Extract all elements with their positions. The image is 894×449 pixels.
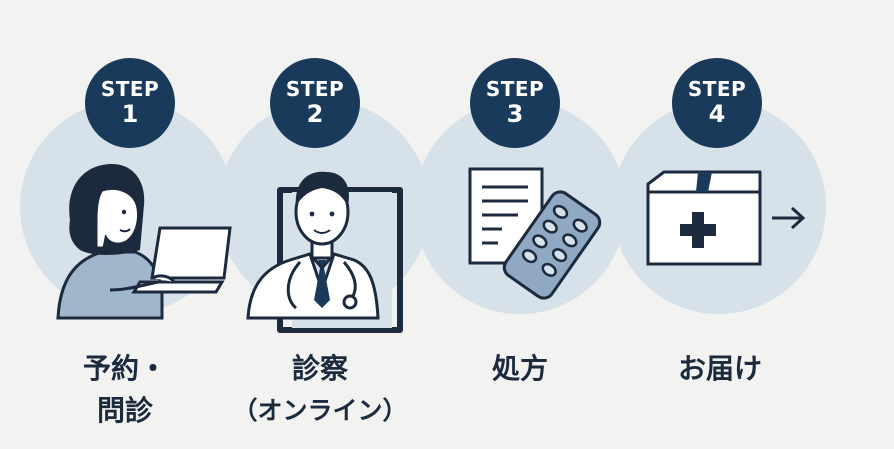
step-2-label: 診察 （オンライン） — [222, 348, 418, 432]
step-2-number: 2 — [306, 99, 324, 128]
step-1-label-line1: 予約・ — [82, 352, 167, 385]
step-1-label-line2: 問診 — [96, 394, 153, 427]
step-2-label-line1: 診察 — [291, 352, 348, 385]
step-4-word: STEP — [687, 76, 747, 101]
patient-laptop-icon — [56, 164, 232, 320]
step-4-number: 4 — [708, 99, 726, 128]
step-3-label: 処方 — [440, 348, 600, 390]
step-2-badge: STEP 2 — [270, 58, 360, 148]
step-4-label: お届け — [638, 348, 802, 390]
step-3-badge: STEP 3 — [470, 58, 560, 148]
medical-box-delivery-icon — [646, 170, 806, 266]
prescription-pills-icon — [468, 167, 602, 300]
step-3-number: 3 — [506, 99, 524, 128]
step-1-word: STEP — [100, 76, 160, 101]
step-1-label: 予約・ 問診 — [40, 348, 210, 432]
step-2-label-line2: （オンライン） — [232, 396, 408, 425]
step-2-word: STEP — [285, 76, 345, 101]
step-3-label-line1: 処方 — [491, 352, 548, 385]
step-3-word: STEP — [485, 76, 545, 101]
step-4-label-line1: お届け — [677, 352, 762, 385]
doctor-tablet-icon — [246, 171, 403, 333]
step-4-badge: STEP 4 — [672, 58, 762, 148]
step-1-number: 1 — [121, 99, 139, 128]
step-1-badge: STEP 1 — [85, 58, 175, 148]
